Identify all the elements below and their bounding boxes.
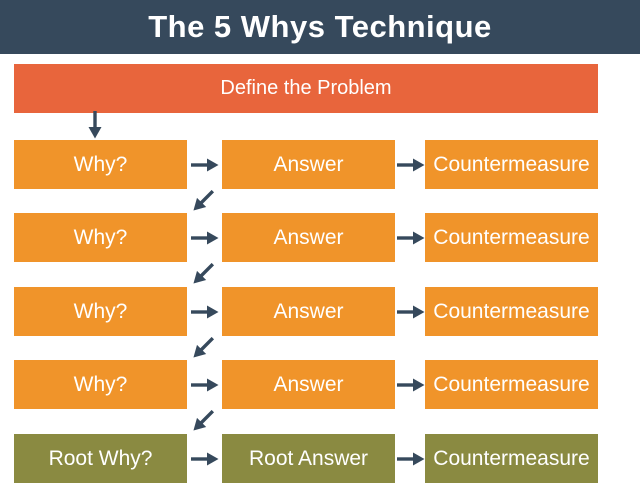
- arrow-right-icon: [191, 452, 219, 465]
- root-answer-box: Root Answer: [222, 434, 395, 483]
- countermeasure-box: Countermeasure: [425, 360, 598, 409]
- arrow-right-icon: [191, 378, 219, 391]
- arrow-down-icon: [88, 111, 102, 139]
- countermeasure-box: Countermeasure: [425, 213, 598, 262]
- root-why-row: Root Why? Root Answer Countermeasure: [0, 434, 640, 483]
- countermeasure-box: Countermeasure: [425, 287, 598, 336]
- arrow-right-icon: [191, 158, 219, 171]
- why-box: Why?: [14, 140, 187, 189]
- why-box: Why?: [14, 213, 187, 262]
- why-row-2: Why? Answer Countermeasure: [0, 213, 640, 262]
- define-problem-box: Define the Problem: [14, 64, 598, 113]
- why-box: Why?: [14, 360, 187, 409]
- arrow-right-icon: [397, 378, 425, 391]
- arrow-right-icon: [397, 158, 425, 171]
- arrow-right-icon: [191, 231, 219, 244]
- countermeasure-box: Countermeasure: [425, 140, 598, 189]
- why-box: Why?: [14, 287, 187, 336]
- answer-box: Answer: [222, 140, 395, 189]
- why-row-4: Why? Answer Countermeasure: [0, 360, 640, 409]
- page-title: The 5 Whys Technique: [148, 9, 492, 44]
- answer-box: Answer: [222, 213, 395, 262]
- arrow-right-icon: [397, 452, 425, 465]
- answer-box: Answer: [222, 360, 395, 409]
- answer-box: Answer: [222, 287, 395, 336]
- arrow-down-left-icon: [193, 336, 215, 358]
- root-why-box: Root Why?: [14, 434, 187, 483]
- why-row-1: Why? Answer Countermeasure: [0, 140, 640, 189]
- arrow-right-icon: [191, 305, 219, 318]
- arrow-down-left-icon: [193, 409, 215, 431]
- arrow-right-icon: [397, 305, 425, 318]
- countermeasure-box: Countermeasure: [425, 434, 598, 483]
- arrow-down-left-icon: [193, 262, 215, 284]
- arrow-down-left-icon: [193, 189, 215, 211]
- title-bar: The 5 Whys Technique: [0, 0, 640, 54]
- arrow-right-icon: [397, 231, 425, 244]
- why-row-3: Why? Answer Countermeasure: [0, 287, 640, 336]
